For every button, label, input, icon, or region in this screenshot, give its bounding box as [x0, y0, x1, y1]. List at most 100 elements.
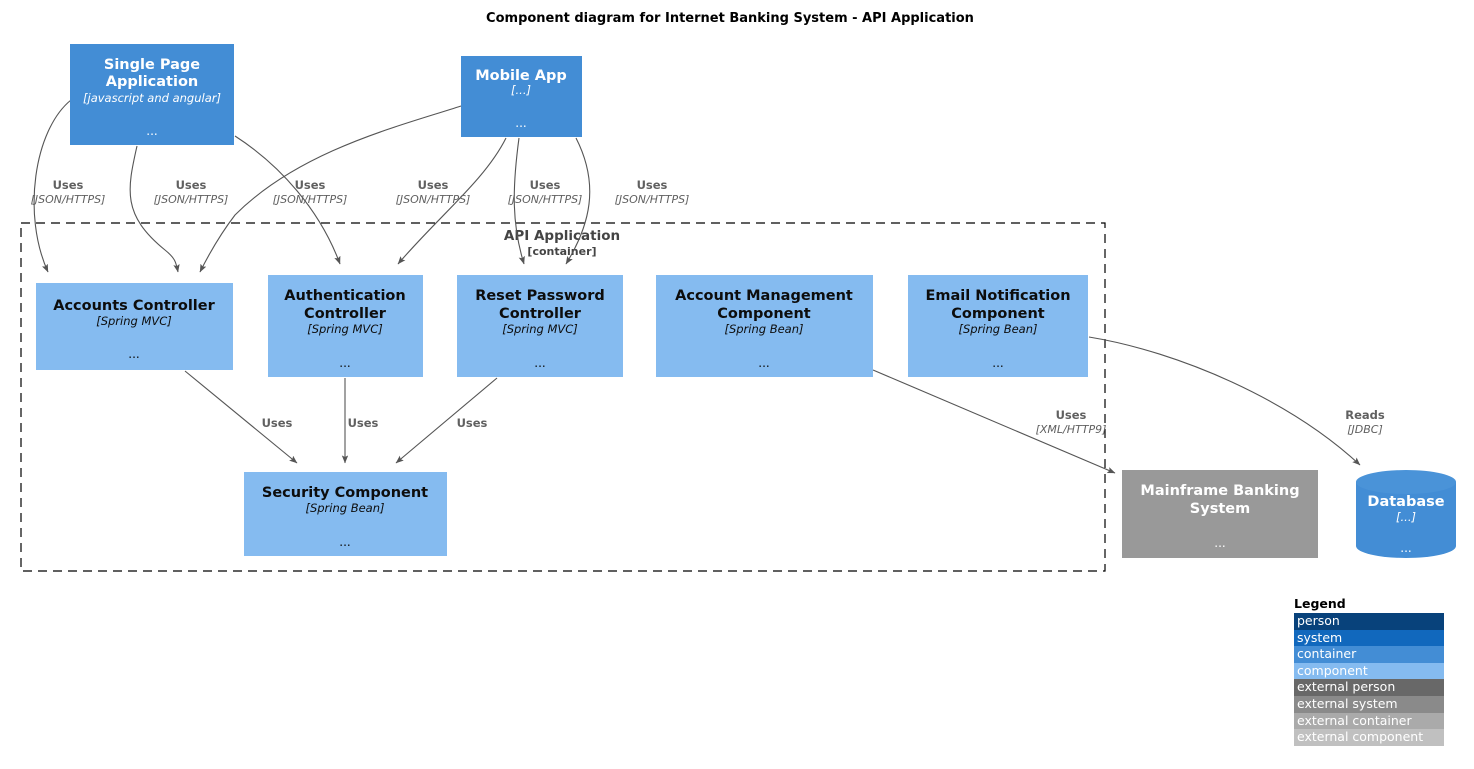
rel-label-r7: Uses	[262, 416, 293, 430]
relationship-labels-layer: Uses [JSON/HTTPS] Uses [JSON/HTTPS] Uses…	[31, 178, 1385, 436]
boundary-api-application	[20, 222, 1106, 572]
node-account-management-component[interactable]: Account Management Component [Spring Bea…	[656, 275, 873, 377]
node-name-spa-line1: Single Page	[104, 57, 200, 73]
rel-tech-r10: [XML/HTTP9]	[1036, 423, 1107, 436]
node-shape-auth[interactable]	[268, 275, 423, 377]
node-security-component[interactable]: Security Component [Spring Bean] ...	[244, 472, 447, 556]
legend-label-external-container: external container	[1297, 712, 1412, 728]
rel-tech-r3: [JSON/HTTPS]	[273, 193, 348, 206]
edge-mobile-reset	[513, 137, 525, 265]
node-mainframe-banking-system[interactable]: Mainframe Banking System ...	[1122, 470, 1318, 558]
node-name-reset-line2: Controller	[499, 306, 582, 322]
node-name-accounts: Accounts Controller	[53, 298, 215, 314]
legend-label-external-component: external component	[1297, 729, 1424, 745]
edge-mobile-accounts	[199, 105, 462, 273]
legend-label-component: component	[1297, 662, 1368, 678]
rel-label-r3: Uses	[295, 178, 326, 192]
node-tech-security: [Spring Bean]	[305, 501, 384, 515]
node-name-auth-line1: Authentication	[284, 288, 405, 304]
node-name-spa-line2: Application	[106, 74, 199, 90]
node-shape-database-body[interactable]	[1356, 482, 1456, 558]
node-name-database: Database	[1367, 494, 1444, 510]
node-accounts-controller[interactable]: Accounts Controller [Spring MVC] ...	[36, 283, 233, 370]
node-email-notification-component[interactable]: Email Notification Component [Spring Bea…	[908, 275, 1088, 377]
node-shape-spa[interactable]	[70, 44, 234, 145]
node-name-email-line1: Email Notification	[925, 288, 1070, 304]
legend-item-external-component: external component	[1294, 729, 1444, 746]
legend-title: Legend	[1294, 596, 1346, 611]
rel-label-r9: Uses	[457, 416, 488, 430]
rel-label-r4: Uses	[418, 178, 449, 192]
node-shape-mobile[interactable]	[461, 56, 582, 137]
legend-label-external-person: external person	[1297, 679, 1396, 695]
node-tech-email: [Spring Bean]	[958, 322, 1037, 336]
node-tech-reset: [Spring MVC]	[502, 322, 578, 336]
legend-label-external-system: external system	[1297, 695, 1398, 711]
node-name-email-line2: Component	[951, 306, 1045, 322]
edge-mobile-reset-2	[565, 137, 591, 265]
node-shape-email[interactable]	[908, 275, 1088, 377]
node-shape-reset[interactable]	[457, 275, 623, 377]
node-shape-acctmgmt[interactable]	[656, 275, 873, 377]
rel-tech-r1: [JSON/HTTPS]	[31, 193, 106, 206]
edge-spa-accounts-2	[129, 145, 180, 273]
edges-layer	[33, 99, 1361, 474]
node-tech-acctmgmt: [Spring Bean]	[724, 322, 803, 336]
node-name-auth-line2: Controller	[304, 306, 387, 322]
boundary-name-label: API Application	[504, 228, 620, 244]
edge-acctmgmt-mainframe	[872, 369, 1116, 474]
node-name-reset-line1: Reset Password	[475, 288, 605, 304]
legend-label-system: system	[1297, 629, 1343, 645]
node-database[interactable]: Database [...] ...	[1356, 470, 1456, 558]
rel-tech-r5: [JSON/HTTPS]	[508, 193, 583, 206]
node-authentication-controller[interactable]: Authentication Controller [Spring MVC] .…	[268, 275, 423, 377]
node-desc-auth: ...	[339, 356, 350, 370]
node-tech-spa: [javascript and angular]	[83, 91, 221, 105]
legend-item-container: container	[1294, 646, 1444, 663]
legend-label-container: container	[1297, 646, 1357, 662]
node-shape-database-top	[1356, 470, 1456, 494]
node-single-page-application[interactable]: Single Page Application [javascript and …	[70, 44, 234, 145]
rel-label-r10: Uses	[1056, 408, 1087, 422]
rel-tech-r4: [JSON/HTTPS]	[396, 193, 471, 206]
rel-tech-r2: [JSON/HTTPS]	[154, 193, 229, 206]
rel-tech-r11: [JDBC]	[1347, 423, 1383, 436]
edge-accounts-security	[184, 370, 298, 464]
legend: Legend person system container component…	[1294, 596, 1444, 746]
edge-spa-accounts-1	[33, 99, 72, 273]
node-desc-reset: ...	[534, 356, 545, 370]
node-desc-accounts: ...	[128, 347, 139, 361]
node-name-mainframe-line1: Mainframe Banking	[1140, 483, 1299, 499]
legend-item-external-system: external system	[1294, 695, 1444, 713]
boundary-type-label: [container]	[527, 245, 596, 258]
node-shape-security[interactable]	[244, 472, 447, 556]
page-title: Component diagram for Internet Banking S…	[486, 11, 974, 26]
node-name-mobile: Mobile App	[475, 68, 567, 84]
node-desc-email: ...	[992, 356, 1003, 370]
node-shape-mainframe[interactable]	[1122, 470, 1318, 558]
rel-label-r5: Uses	[530, 178, 561, 192]
node-desc-acctmgmt: ...	[758, 356, 769, 370]
node-name-acctmgmt-line1: Account Management	[675, 288, 853, 304]
node-tech-accounts: [Spring MVC]	[96, 314, 172, 328]
edge-spa-auth	[234, 135, 341, 265]
node-tech-auth: [Spring MVC]	[307, 322, 383, 336]
node-desc-spa: ...	[146, 124, 157, 138]
node-mobile-app[interactable]: Mobile App [...] ...	[461, 56, 582, 137]
node-reset-password-controller[interactable]: Reset Password Controller [Spring MVC] .…	[457, 275, 623, 377]
node-name-acctmgmt-line2: Component	[717, 306, 811, 322]
rel-label-r8: Uses	[348, 416, 379, 430]
rel-label-r6: Uses	[637, 178, 668, 192]
node-tech-mobile: [...]	[511, 83, 531, 97]
node-shape-accounts[interactable]	[36, 283, 233, 370]
edge-reset-security	[395, 377, 498, 464]
rel-tech-r6: [JSON/HTTPS]	[615, 193, 690, 206]
edge-email-database	[1088, 336, 1361, 466]
legend-item-person: person	[1294, 613, 1444, 630]
node-desc-mobile: ...	[515, 116, 526, 130]
legend-item-external-person: external person	[1294, 679, 1444, 696]
node-name-mainframe-line2: System	[1190, 501, 1250, 517]
edge-mobile-auth	[397, 137, 507, 265]
